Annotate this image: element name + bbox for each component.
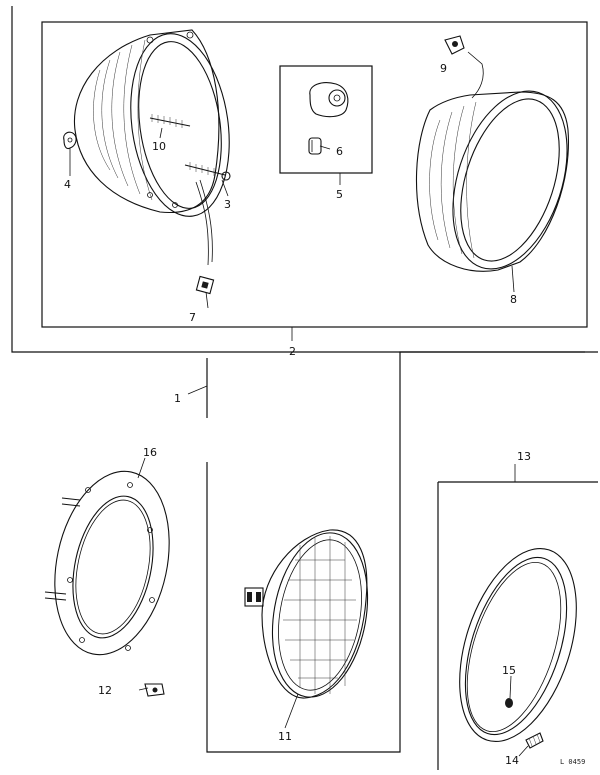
callout-6: 6 — [336, 145, 343, 158]
group-frame-inner — [41, 21, 588, 328]
group-frame-2 — [11, 6, 585, 353]
callout-15: 15 — [502, 664, 516, 677]
callout-11: 11 — [278, 730, 292, 743]
callout-10: 10 — [152, 140, 166, 153]
callout-2: 2 — [289, 345, 296, 358]
callout-3: 3 — [224, 198, 231, 211]
callout-13: 13 — [517, 450, 531, 463]
callout-9: 9 — [440, 62, 447, 75]
light-unit-part-11 — [244, 529, 369, 699]
group-frame-5 — [279, 65, 373, 174]
clip-part-12 — [144, 683, 165, 697]
leader-lines — [69, 127, 529, 757]
bulb-part-6 — [308, 137, 322, 155]
callout-12: 12 — [98, 684, 112, 697]
connector-part-7 — [195, 275, 215, 295]
callout-4: 4 — [64, 178, 71, 191]
clip-part-4 — [63, 131, 77, 150]
lamp-shell-assembly — [73, 29, 231, 266]
group-frame-1 — [206, 351, 598, 753]
outer-rim-part-8 — [415, 51, 570, 272]
callout-5: 5 — [336, 188, 343, 201]
callout-8: 8 — [510, 293, 517, 306]
callout-16: 16 — [143, 446, 157, 459]
bulb-holder-part-5 — [309, 82, 349, 118]
screw-part-14 — [525, 732, 544, 749]
callout-1: 1 — [174, 392, 181, 405]
reference-code: L 0459 — [560, 758, 585, 766]
callout-7: 7 — [189, 311, 196, 324]
seating-ring-part-16 — [44, 470, 170, 656]
screw-part-9 — [444, 35, 465, 55]
screw-part-15 — [505, 698, 513, 708]
rim-part-13 — [459, 547, 577, 743]
callout-14: 14 — [505, 754, 519, 767]
